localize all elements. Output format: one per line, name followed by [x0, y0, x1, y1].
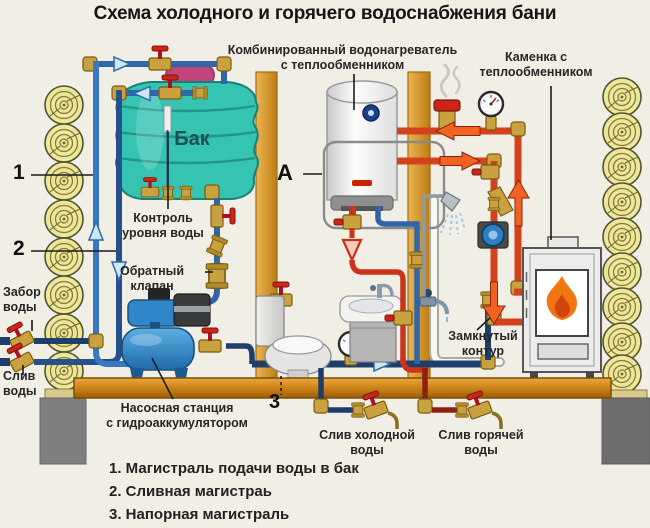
loop-y-fitting: [487, 186, 514, 217]
check-valve: [205, 263, 229, 289]
tank-label: Бак: [174, 128, 210, 150]
heater-callout-frame: [322, 140, 446, 230]
pump-station-label: Насосная станция с гидроаккумулятором: [106, 401, 248, 430]
circulation-pump: [477, 221, 509, 249]
water-level-label: Контроль уровня воды: [122, 211, 204, 240]
foundation-right: [601, 397, 650, 465]
hot-drain-label: Слив горячей воды: [438, 428, 524, 457]
marker-1: 1: [13, 161, 25, 184]
cold-drain-label: Слив холодной воды: [319, 428, 415, 457]
sink-cabinet: [349, 319, 397, 363]
marker-3: 3: [269, 391, 281, 413]
down-flow-arrow: [110, 261, 128, 283]
cold-drain-assembly: [313, 368, 399, 429]
shower: [422, 191, 466, 296]
heater-hot-pipe: [333, 206, 428, 373]
stove: [522, 236, 602, 378]
loop-flow-arrows: [434, 121, 530, 325]
toilet: [255, 281, 332, 379]
water-intake-label: Забор воды: [3, 285, 41, 314]
check-valve-label: Обратный клапан: [119, 264, 185, 293]
legend-item-2: 2. Сливная магистраь: [109, 483, 272, 500]
pointer-lines: [22, 74, 552, 400]
water-drain-label: Слив воды: [3, 369, 37, 398]
marker-2: 2: [13, 237, 25, 260]
mixer-faucet: [419, 289, 449, 322]
safety-valve: [433, 99, 461, 132]
stove-label: Каменка с теплообменником: [479, 50, 593, 79]
heater-cold-pipe: [375, 206, 425, 364]
heater-logo: [352, 180, 372, 186]
foundation-left: [39, 397, 87, 465]
right-log-wall: [602, 77, 642, 394]
floor-beam: [73, 377, 612, 399]
legend-item-1: 1. Магистраль подачи воды в бак: [109, 460, 359, 477]
diagram-title: Схема холодного и горячего водоснабжения…: [93, 3, 557, 24]
wall-intake-pipe: [0, 319, 104, 353]
heater-label: Комбинированный водонагреватель с теплоо…: [227, 43, 458, 72]
wall-drain-pipe: [0, 340, 36, 374]
up-flow-arrow: [87, 219, 105, 241]
tank-fill-pipe: [82, 45, 232, 84]
supply-riser-pipe-1: [93, 61, 160, 367]
steam-icon: [439, 63, 461, 98]
shower-head-icon: [440, 191, 461, 212]
legend-item-3: 3. Напорная магистраль: [109, 506, 290, 523]
marker-a: А: [277, 160, 293, 185]
water-heater: [326, 80, 398, 211]
loop-pressure-gauge: [477, 90, 505, 131]
sink-faucet: [370, 283, 394, 298]
legend: 1. Магистраль подачи воды в бак 2. Сливн…: [109, 460, 359, 528]
pump-station: [121, 288, 211, 378]
hot-drain-assembly: [417, 368, 503, 429]
closed-loop-label: Замкнутый контур: [448, 329, 518, 358]
tank-overflow-pipe: [111, 74, 208, 102]
